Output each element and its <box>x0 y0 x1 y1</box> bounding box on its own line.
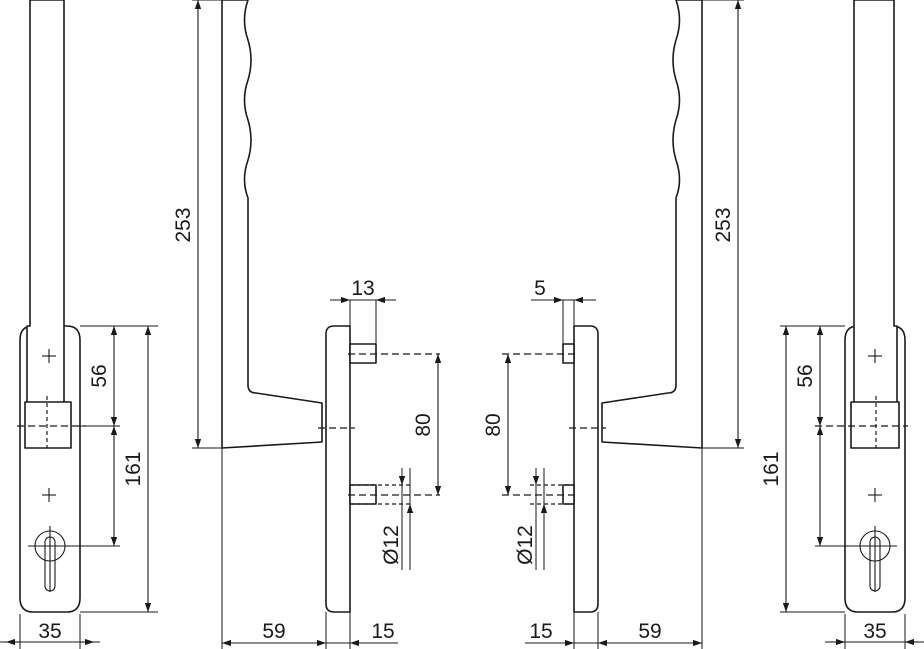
left-front-view: 56 161 35 <box>0 0 158 649</box>
left-screw-mark-top <box>42 349 56 363</box>
right-screw-mark-top <box>868 349 882 363</box>
right-front-handle-bar <box>853 0 898 406</box>
left-front-handle-bar <box>26 0 65 406</box>
right-dim-5-label: 5 <box>534 277 546 300</box>
right-dim-253-label: 253 <box>712 207 735 242</box>
left-dim-diameter-label: Ø12 <box>380 525 403 565</box>
right-keyhole <box>815 526 897 592</box>
left-screw-mark-bottom <box>42 488 56 502</box>
left-side-rosette <box>325 325 351 613</box>
left-dim-13-label: 13 <box>351 277 374 300</box>
right-handle-neck <box>850 401 900 449</box>
left-dim-15-label: 15 <box>371 620 394 643</box>
left-dim-253-label: 253 <box>172 207 195 242</box>
left-keyhole <box>28 526 72 592</box>
left-dim-56-label: 56 <box>88 364 111 387</box>
left-dim-80-label: 80 <box>412 413 435 436</box>
left-dim-161-label: 161 <box>122 451 145 486</box>
right-front-view: 161 56 35 <box>760 0 924 649</box>
left-side-handle <box>221 0 323 449</box>
right-side-rosette <box>573 325 599 613</box>
right-dim-diameter-label: Ø12 <box>514 525 537 565</box>
right-dim-35-label: 35 <box>863 620 886 643</box>
right-dim-56-label: 56 <box>794 364 817 387</box>
right-dim-161-label: 161 <box>760 451 783 486</box>
right-side-view: 253 5 80 Ø12 15 59 <box>482 0 744 649</box>
right-dim-15-label: 15 <box>529 620 552 643</box>
left-side-view: 253 13 80 Ø12 59 15 <box>172 0 442 649</box>
right-screw-mark-bottom <box>868 488 882 502</box>
right-side-handle <box>601 0 703 449</box>
left-dim-59-label: 59 <box>262 620 285 643</box>
right-dim-80-label: 80 <box>482 413 505 436</box>
left-handle-neck <box>24 401 72 449</box>
right-dim-59-label: 59 <box>638 620 661 643</box>
left-dim-35-label: 35 <box>38 620 61 643</box>
